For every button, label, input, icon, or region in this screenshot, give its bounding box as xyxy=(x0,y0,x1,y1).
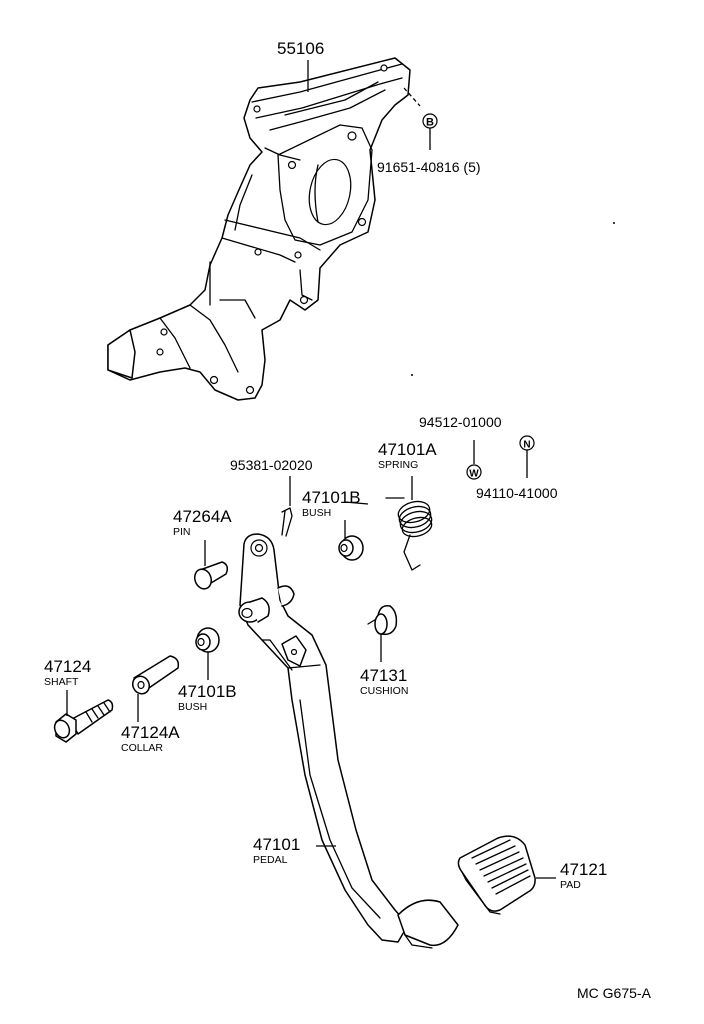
label-bush-upper-name: BUSH xyxy=(302,507,331,519)
label-pad-name: PAD xyxy=(560,879,581,891)
pedal-drawing xyxy=(238,533,459,949)
shaft-drawing xyxy=(53,699,114,743)
diagram-code: MC G675-A xyxy=(577,985,652,1001)
pin-drawing xyxy=(193,561,229,590)
collar-drawing xyxy=(131,655,180,695)
label-shaft-name: SHAFT xyxy=(44,676,79,688)
label-pin-number: 47264A xyxy=(173,507,232,526)
label-pad-number: 47121 xyxy=(560,860,607,879)
svg-text:B: B xyxy=(426,117,434,129)
spring-drawing xyxy=(385,497,433,571)
label-spring-number: 47101A xyxy=(378,440,437,459)
label-cotter-pin-number: 95381-02020 xyxy=(230,457,313,473)
label-cushion-name: CUSHION xyxy=(360,685,408,697)
leader-lines xyxy=(66,60,556,879)
label-bush-lower-number: 47101B xyxy=(178,682,237,701)
label-collar-name: COLLAR xyxy=(121,742,163,754)
bush-upper-drawing xyxy=(338,535,364,561)
cushion-drawing xyxy=(367,604,398,636)
stray-dot xyxy=(613,222,615,224)
label-washer-number: 94512-01000 xyxy=(419,414,502,430)
label-shaft-number: 47124 xyxy=(44,657,91,676)
label-bracket-number: 55106 xyxy=(277,39,324,58)
label-cushion-number: 47131 xyxy=(360,666,407,685)
label-bush-upper-number: 47101B xyxy=(302,488,361,507)
stray-dot xyxy=(411,374,413,376)
label-collar-number: 47124A xyxy=(121,723,180,742)
label-pin-name: PIN xyxy=(173,526,191,538)
bolt-symbol: B xyxy=(422,113,438,129)
labels: 55106 91651-40816 (5) 94512-01000 94110-… xyxy=(44,39,652,1001)
label-bush-lower-name: BUSH xyxy=(178,701,207,713)
svg-text:W: W xyxy=(469,469,479,480)
nut-symbol: N xyxy=(519,435,535,451)
cotter-pin-drawing xyxy=(281,507,293,537)
label-pedal-number: 47101 xyxy=(253,835,300,854)
pad-drawing xyxy=(457,835,536,915)
bush-lower-drawing xyxy=(195,627,220,653)
svg-text:N: N xyxy=(523,440,530,451)
label-pedal-name: PEDAL xyxy=(253,854,288,866)
label-spring-name: SPRING xyxy=(378,459,418,471)
washer-symbol: W xyxy=(466,464,482,480)
label-bolt-number: 91651-40816 (5) xyxy=(377,159,481,175)
bracket-drawing xyxy=(107,57,411,401)
label-nut-number: 94110-41000 xyxy=(476,485,558,501)
